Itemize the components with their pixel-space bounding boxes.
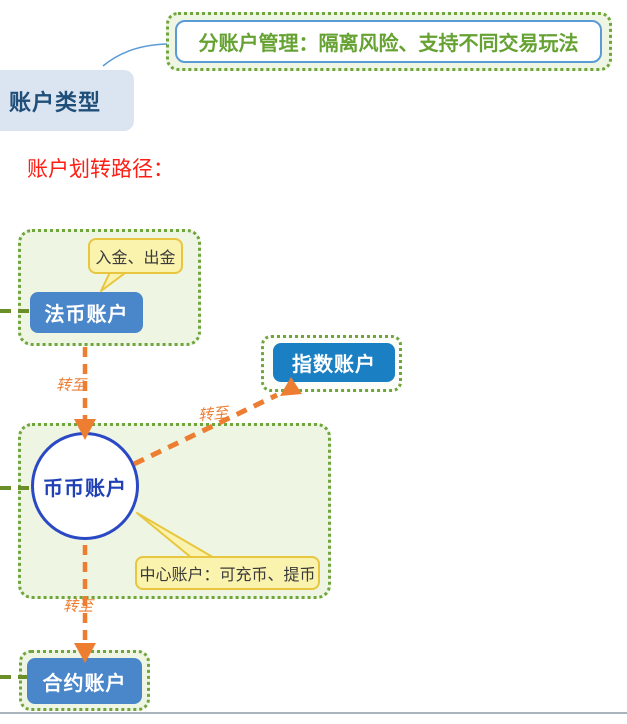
annotation-bubble[interactable]: 分账户管理：隔离风险、支持不同交易玩法: [175, 20, 602, 63]
bottom-window-divider: [0, 712, 627, 714]
fiat-note-callout[interactable]: 入金、出金: [88, 238, 183, 274]
edge-label-spot-to-contract: 转至: [63, 598, 94, 615]
node-spot-account[interactable]: 币币账户: [31, 432, 139, 540]
edge-label-spot-to-index: 转至: [197, 404, 229, 425]
node-index-account[interactable]: 指数账户: [273, 343, 395, 382]
node-fiat-account[interactable]: 法币账户: [30, 292, 143, 333]
edge-label-fiat-to-spot: 转至: [56, 377, 87, 394]
root-node-account-types[interactable]: 账户类型: [0, 70, 134, 131]
spot-note-callout[interactable]: 中心账户：可充币、提币: [135, 556, 320, 590]
node-contract-account[interactable]: 合约账户: [27, 658, 142, 704]
root-to-annotation-curve: [102, 43, 168, 67]
section-title: 账户划转路径：: [27, 158, 174, 181]
